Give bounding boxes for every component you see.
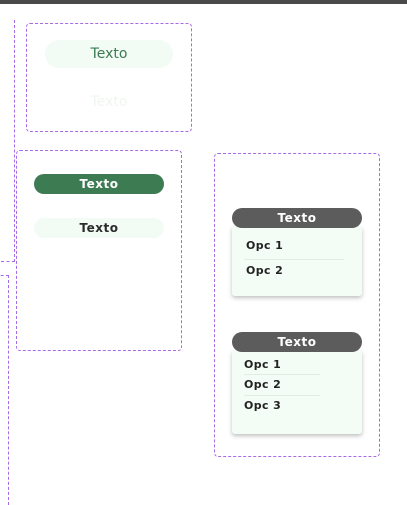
- dropdown-option[interactable]: Opc 1: [244, 358, 282, 371]
- dropdown-option[interactable]: Opc 2: [246, 264, 284, 277]
- dropdown-header[interactable]: Texto: [232, 208, 362, 228]
- dropdown-panel: [232, 226, 362, 296]
- dropdown-option[interactable]: Opc 3: [244, 399, 282, 412]
- dropdown-option[interactable]: Opc 2: [244, 378, 282, 391]
- text-pill[interactable]: Texto: [45, 40, 173, 68]
- primary-button[interactable]: Texto: [34, 174, 164, 194]
- option-divider: [244, 259, 344, 260]
- dropdown-variant-frame: [214, 153, 380, 457]
- option-divider: [244, 395, 320, 396]
- clipped-frame-bottom-left: [0, 275, 9, 505]
- secondary-button[interactable]: Texto: [34, 218, 164, 238]
- ghost-text-label: Texto: [90, 94, 128, 110]
- top-bar: [0, 0, 407, 4]
- button-variant-frame: [16, 150, 182, 351]
- clipped-frame-top-left: [0, 20, 15, 262]
- dropdown-header[interactable]: Texto: [232, 332, 362, 352]
- dropdown-option[interactable]: Opc 1: [246, 239, 284, 252]
- option-divider: [244, 374, 320, 375]
- dropdown-panel: [232, 350, 362, 434]
- text-variant-frame: [26, 23, 192, 132]
